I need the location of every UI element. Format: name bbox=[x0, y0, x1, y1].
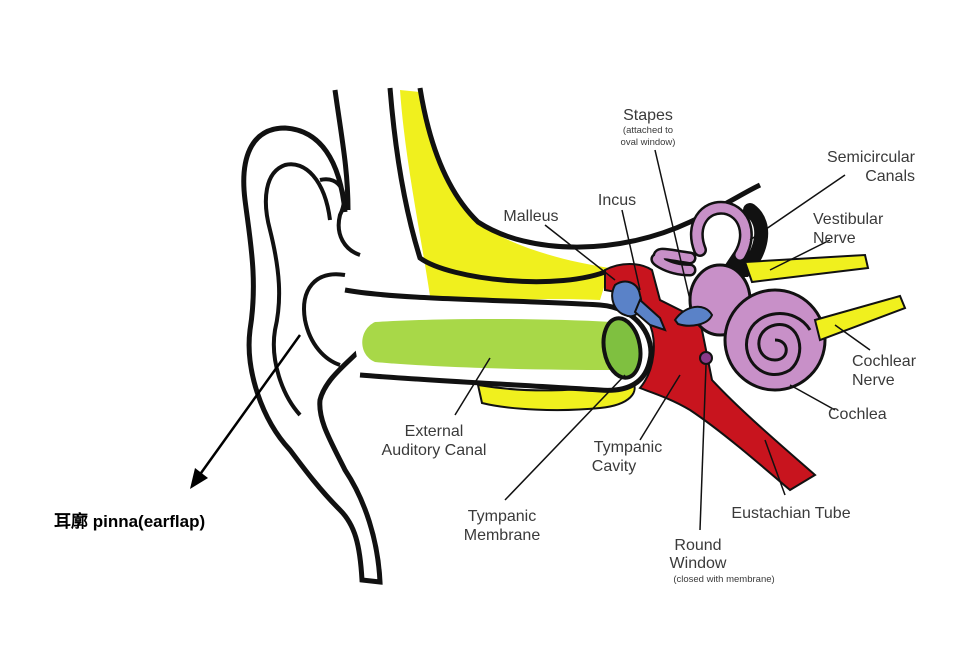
pinna-shape bbox=[241, 125, 383, 585]
pinna-antihelix bbox=[319, 177, 361, 257]
label-round-window-1: Round bbox=[674, 537, 721, 554]
label-external-1: External bbox=[405, 423, 464, 440]
label-tympanic-cavity-1: Tympanic bbox=[594, 439, 662, 456]
label-round-window-2: Window bbox=[670, 555, 727, 572]
label-cochlear-nerve-2: Nerve bbox=[852, 372, 895, 389]
leader-stapes bbox=[654, 149, 691, 301]
leader-tympanic-membrane bbox=[504, 374, 626, 501]
leader-tympanic-cavity bbox=[639, 374, 681, 441]
label-eustachian: Eustachian Tube bbox=[731, 505, 850, 522]
skull-outline-inner bbox=[387, 87, 612, 285]
label-semicircular-2: Canals bbox=[865, 168, 915, 185]
leader-incus bbox=[621, 209, 641, 291]
leader-cochlear-nerve bbox=[834, 324, 871, 351]
cochlear-nerve-shape bbox=[813, 294, 907, 342]
label-tympanic-cavity-2: Cavity bbox=[592, 458, 636, 475]
label-stapes-note-2: oval window) bbox=[621, 137, 676, 148]
label-cochlea: Cochlea bbox=[828, 406, 887, 423]
label-malleus: Malleus bbox=[503, 208, 558, 225]
label-vestibular-2: Nerve bbox=[813, 230, 856, 247]
temporal-bone-upper bbox=[400, 90, 610, 300]
pinna-arrow-shaft bbox=[194, 334, 302, 481]
pinna-arrow-head bbox=[190, 468, 208, 489]
label-tympanic-membrane-1: Tympanic bbox=[468, 508, 536, 525]
label-cochlear-nerve-1: Cochlear bbox=[852, 353, 917, 370]
external-auditory-canal bbox=[362, 319, 612, 370]
label-external-2: Auditory Canal bbox=[382, 442, 487, 459]
leader-semicircular bbox=[749, 174, 846, 241]
label-semicircular-1: Semicircular bbox=[827, 149, 916, 166]
leader-round-window bbox=[699, 364, 707, 531]
leader-vestibular bbox=[769, 239, 831, 271]
round-window bbox=[699, 351, 713, 365]
incus-shape bbox=[633, 298, 667, 332]
pinna-concha bbox=[302, 272, 346, 367]
leader-eustachian bbox=[764, 439, 786, 496]
label-pinna: 耳廓 pinna(earflap) bbox=[54, 511, 205, 531]
stapes-shape bbox=[673, 305, 714, 327]
label-stapes: Stapes bbox=[623, 107, 673, 124]
leader-malleus bbox=[544, 224, 616, 281]
vestibular-nerve-shape bbox=[743, 253, 870, 284]
tympanic-membrane bbox=[601, 316, 643, 380]
pinna-helix-inner bbox=[263, 162, 332, 417]
leader-external bbox=[454, 357, 491, 416]
leader-cochlea bbox=[789, 384, 836, 411]
label-round-window-note: (closed with membrane) bbox=[673, 574, 774, 585]
ossicles bbox=[611, 280, 714, 332]
skull-outline-top bbox=[332, 89, 351, 211]
leader-lines bbox=[454, 149, 871, 531]
cochlea-spiral bbox=[745, 312, 812, 377]
label-incus: Incus bbox=[598, 192, 636, 209]
label-stapes-note-1: (attached to bbox=[623, 125, 673, 136]
label-tympanic-membrane-2: Membrane bbox=[464, 527, 541, 544]
label-vestibular-1: Vestibular bbox=[813, 211, 884, 228]
